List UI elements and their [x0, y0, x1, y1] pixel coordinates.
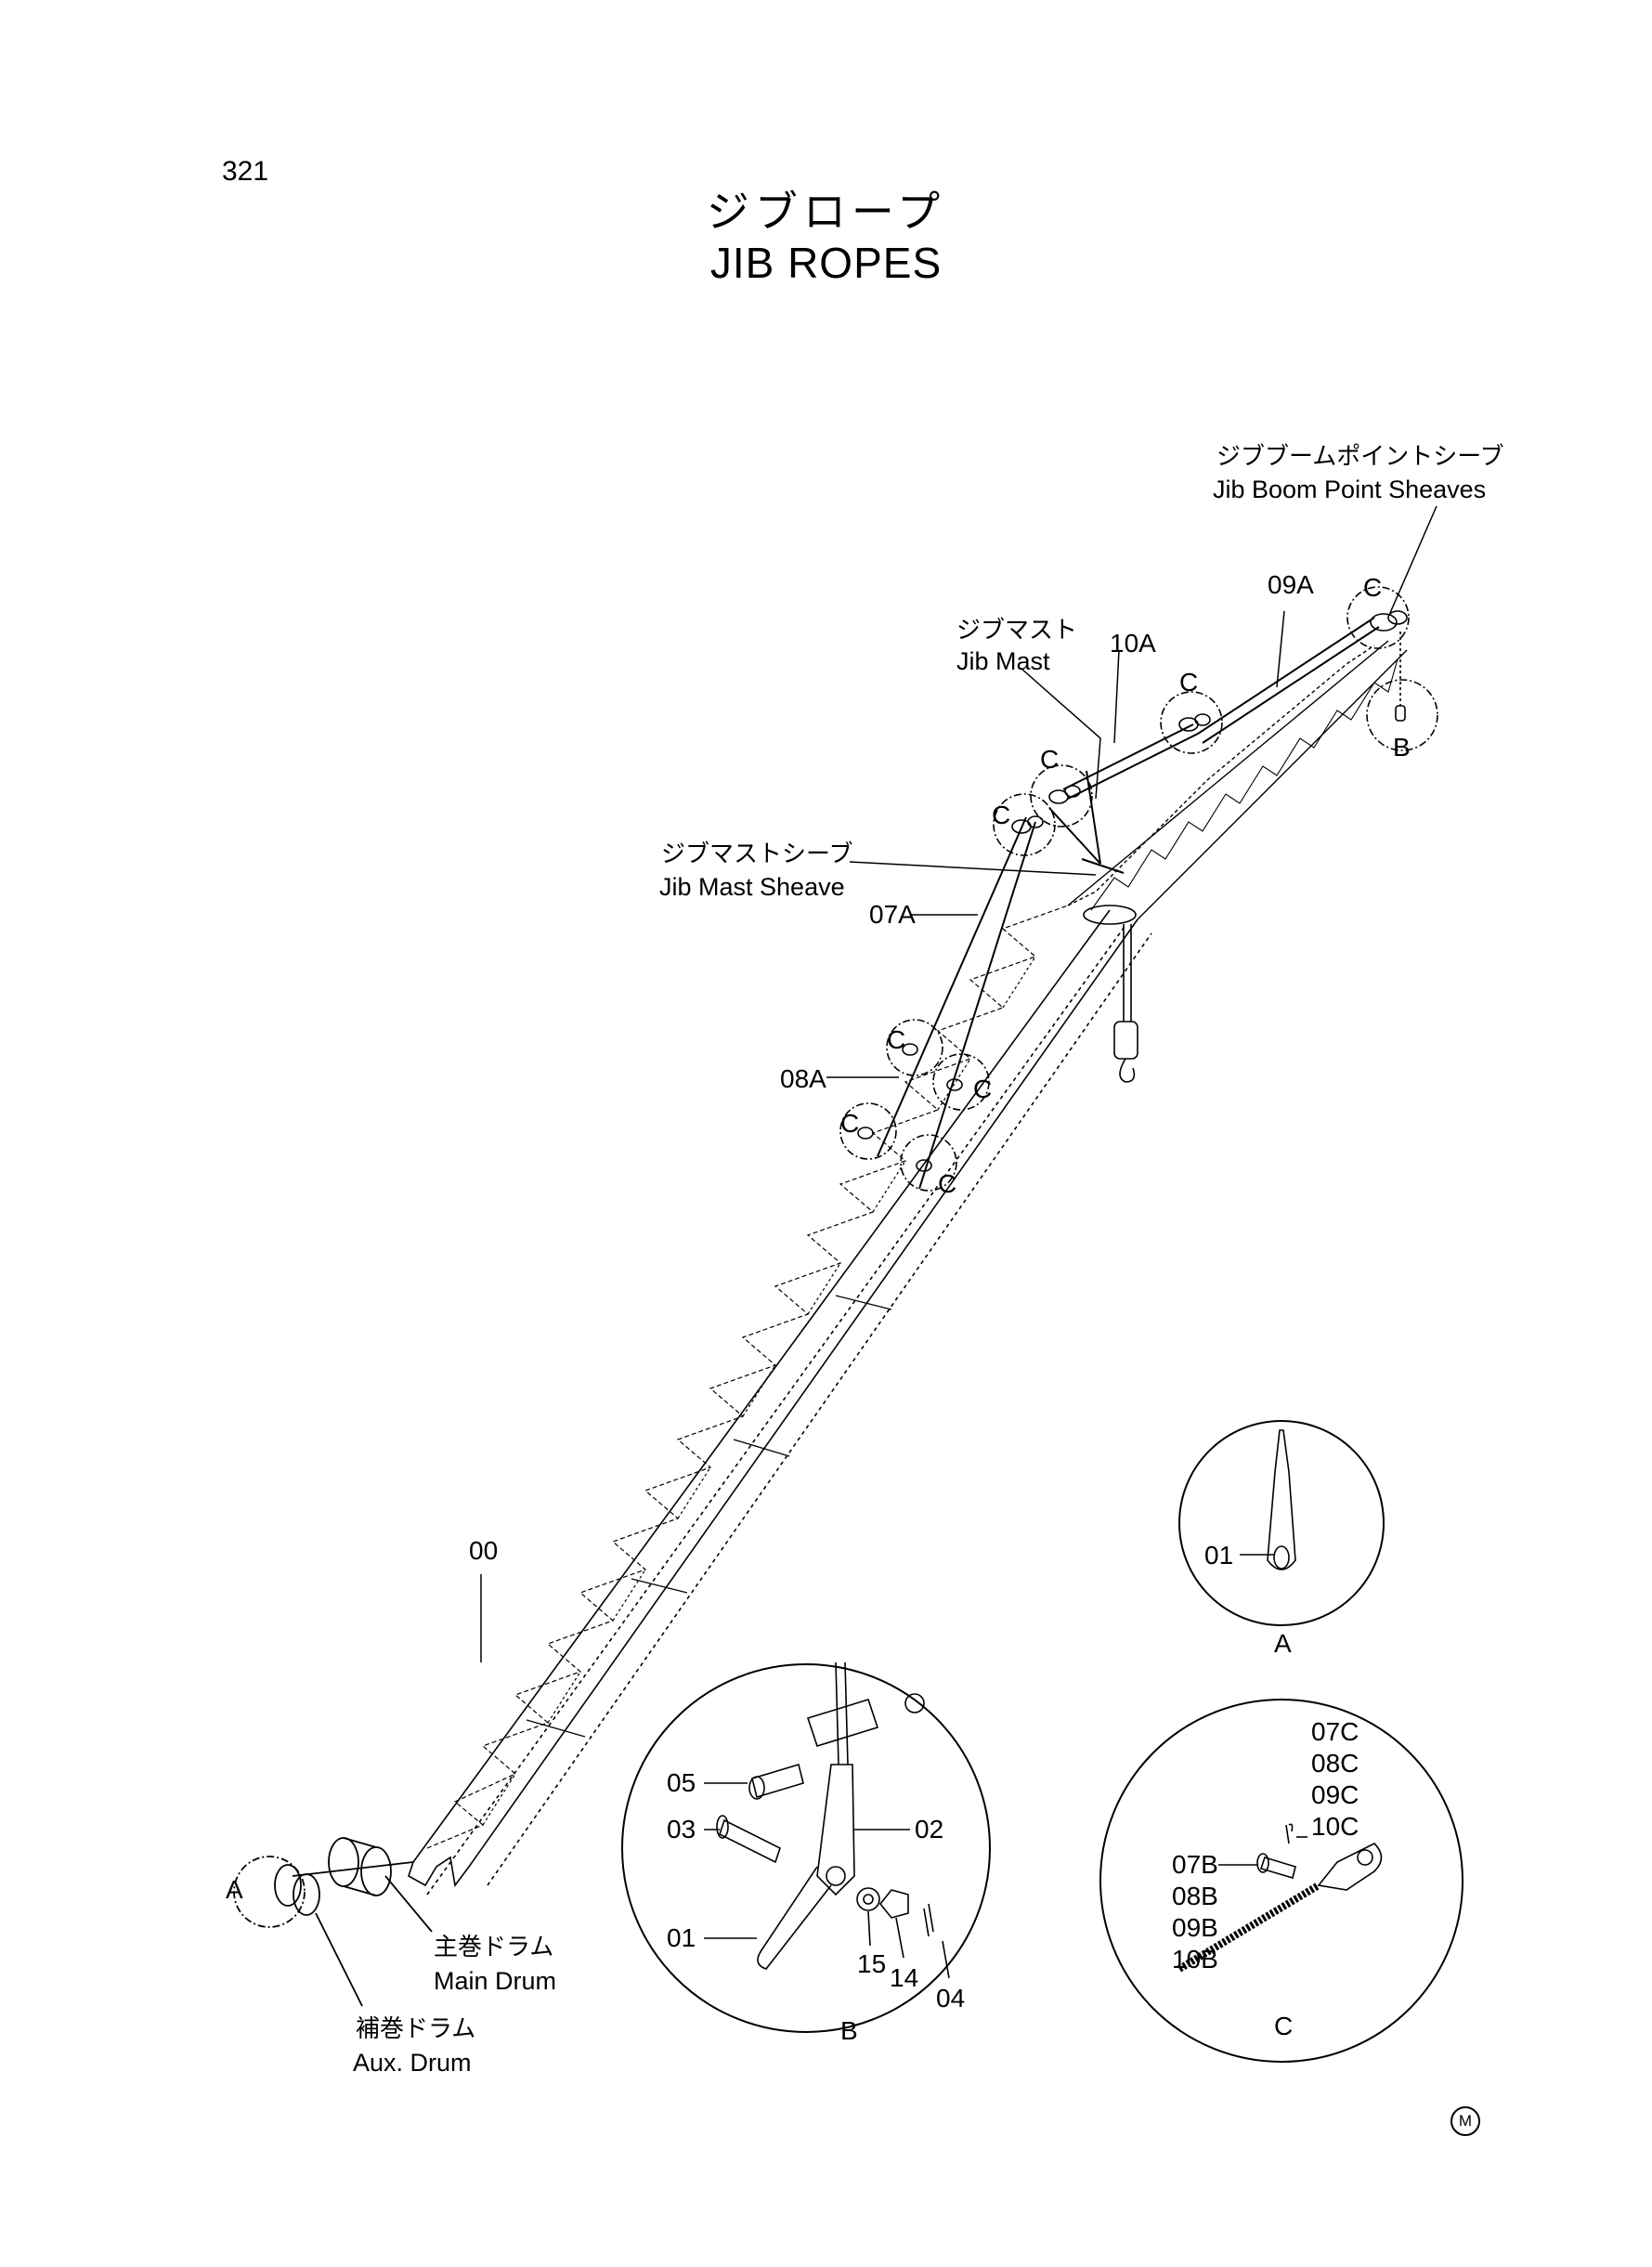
- detail-c-callout-07B: 07B: [1172, 1850, 1218, 1879]
- title-english: JIB ROPES: [709, 239, 943, 287]
- view-letter-c-4: C: [992, 801, 1011, 829]
- callout-07A: 07A: [869, 900, 916, 929]
- detail-b-callout-05: 05: [667, 1768, 696, 1797]
- label-jib-boom-point-sheaves-ja: ジブブームポイントシーブ: [1216, 443, 1504, 471]
- view-letter-c-5: C: [887, 1025, 906, 1054]
- leader-lines: [480, 505, 1437, 1662]
- detail-c-callout-08B: 08B: [1172, 1882, 1218, 1910]
- manufacturer-mark-icon: M: [1450, 2106, 1480, 2136]
- callout-00: 00: [469, 1536, 499, 1565]
- jib-mast: [877, 617, 1380, 1190]
- label-main-drum-en: Main Drum: [434, 1967, 557, 1995]
- view-letter-c-3: C: [1040, 745, 1060, 774]
- hook-block: [1083, 905, 1138, 1083]
- detail-b-callout-01: 01: [667, 1923, 696, 1952]
- jib-point-sheave: [1370, 610, 1408, 722]
- label-jib-boom-point-sheaves-en: Jib Boom Point Sheaves: [1213, 476, 1487, 503]
- detail-c-callout-07C: 07C: [1311, 1717, 1359, 1746]
- label-main-drum-ja: 主巻ドラム: [434, 1934, 554, 1961]
- view-letter-b-main: B: [1393, 733, 1411, 762]
- detail-b-callout-03: 03: [667, 1815, 696, 1844]
- label-jib-mast-sheave-en: Jib Mast Sheave: [659, 873, 845, 901]
- label-jib-mast-ja: ジブマスト: [956, 617, 1078, 645]
- drums: [233, 1837, 433, 2007]
- detail-b-callout-15: 15: [857, 1949, 887, 1978]
- detail-b-callout-14: 14: [890, 1963, 919, 1992]
- callout-09A: 09A: [1268, 570, 1314, 599]
- detail-a: [1178, 1420, 1385, 1626]
- page-number: 321: [222, 156, 269, 187]
- boom-lattice: [408, 905, 1152, 1896]
- view-letter-c-8: C: [938, 1169, 957, 1198]
- detail-c-letter: C: [1274, 2012, 1294, 2040]
- detail-a-letter: A: [1274, 1629, 1292, 1658]
- label-aux-drum-en: Aux. Drum: [353, 2049, 472, 2077]
- detail-c-callout-08C: 08C: [1311, 1749, 1359, 1778]
- detail-c-callout-10C: 10C: [1311, 1812, 1359, 1841]
- jib-lattice: [1067, 640, 1408, 920]
- detail-c-callout-09B: 09B: [1172, 1913, 1218, 1942]
- title-japanese: ジブロープ: [706, 187, 946, 237]
- detail-c-callout-10B: 10B: [1172, 1945, 1218, 1974]
- detail-b-callout-04: 04: [936, 1984, 966, 2013]
- view-letter-c-7: C: [840, 1109, 860, 1138]
- detail-a-callout-01: 01: [1204, 1541, 1234, 1570]
- detail-b: [621, 1661, 991, 2033]
- label-jib-mast-sheave-ja: ジブマストシーブ: [661, 840, 853, 868]
- view-letter-c-2: C: [1179, 668, 1199, 697]
- detail-c-callout-09C: 09C: [1311, 1780, 1359, 1809]
- detail-b-letter: B: [840, 2016, 858, 2045]
- detail-b-callout-02: 02: [915, 1815, 944, 1844]
- callout-08A: 08A: [780, 1064, 826, 1093]
- view-letter-a-main: A: [226, 1875, 243, 1904]
- view-letter-c-6: C: [973, 1075, 993, 1103]
- label-aux-drum-ja: 補巻ドラム: [356, 2015, 476, 2043]
- view-c-circles: [839, 586, 1438, 1192]
- label-jib-mast-en: Jib Mast: [956, 647, 1050, 675]
- detail-c: [1099, 1699, 1463, 2063]
- view-letter-c-1: C: [1363, 573, 1383, 602]
- callout-10A: 10A: [1110, 629, 1156, 658]
